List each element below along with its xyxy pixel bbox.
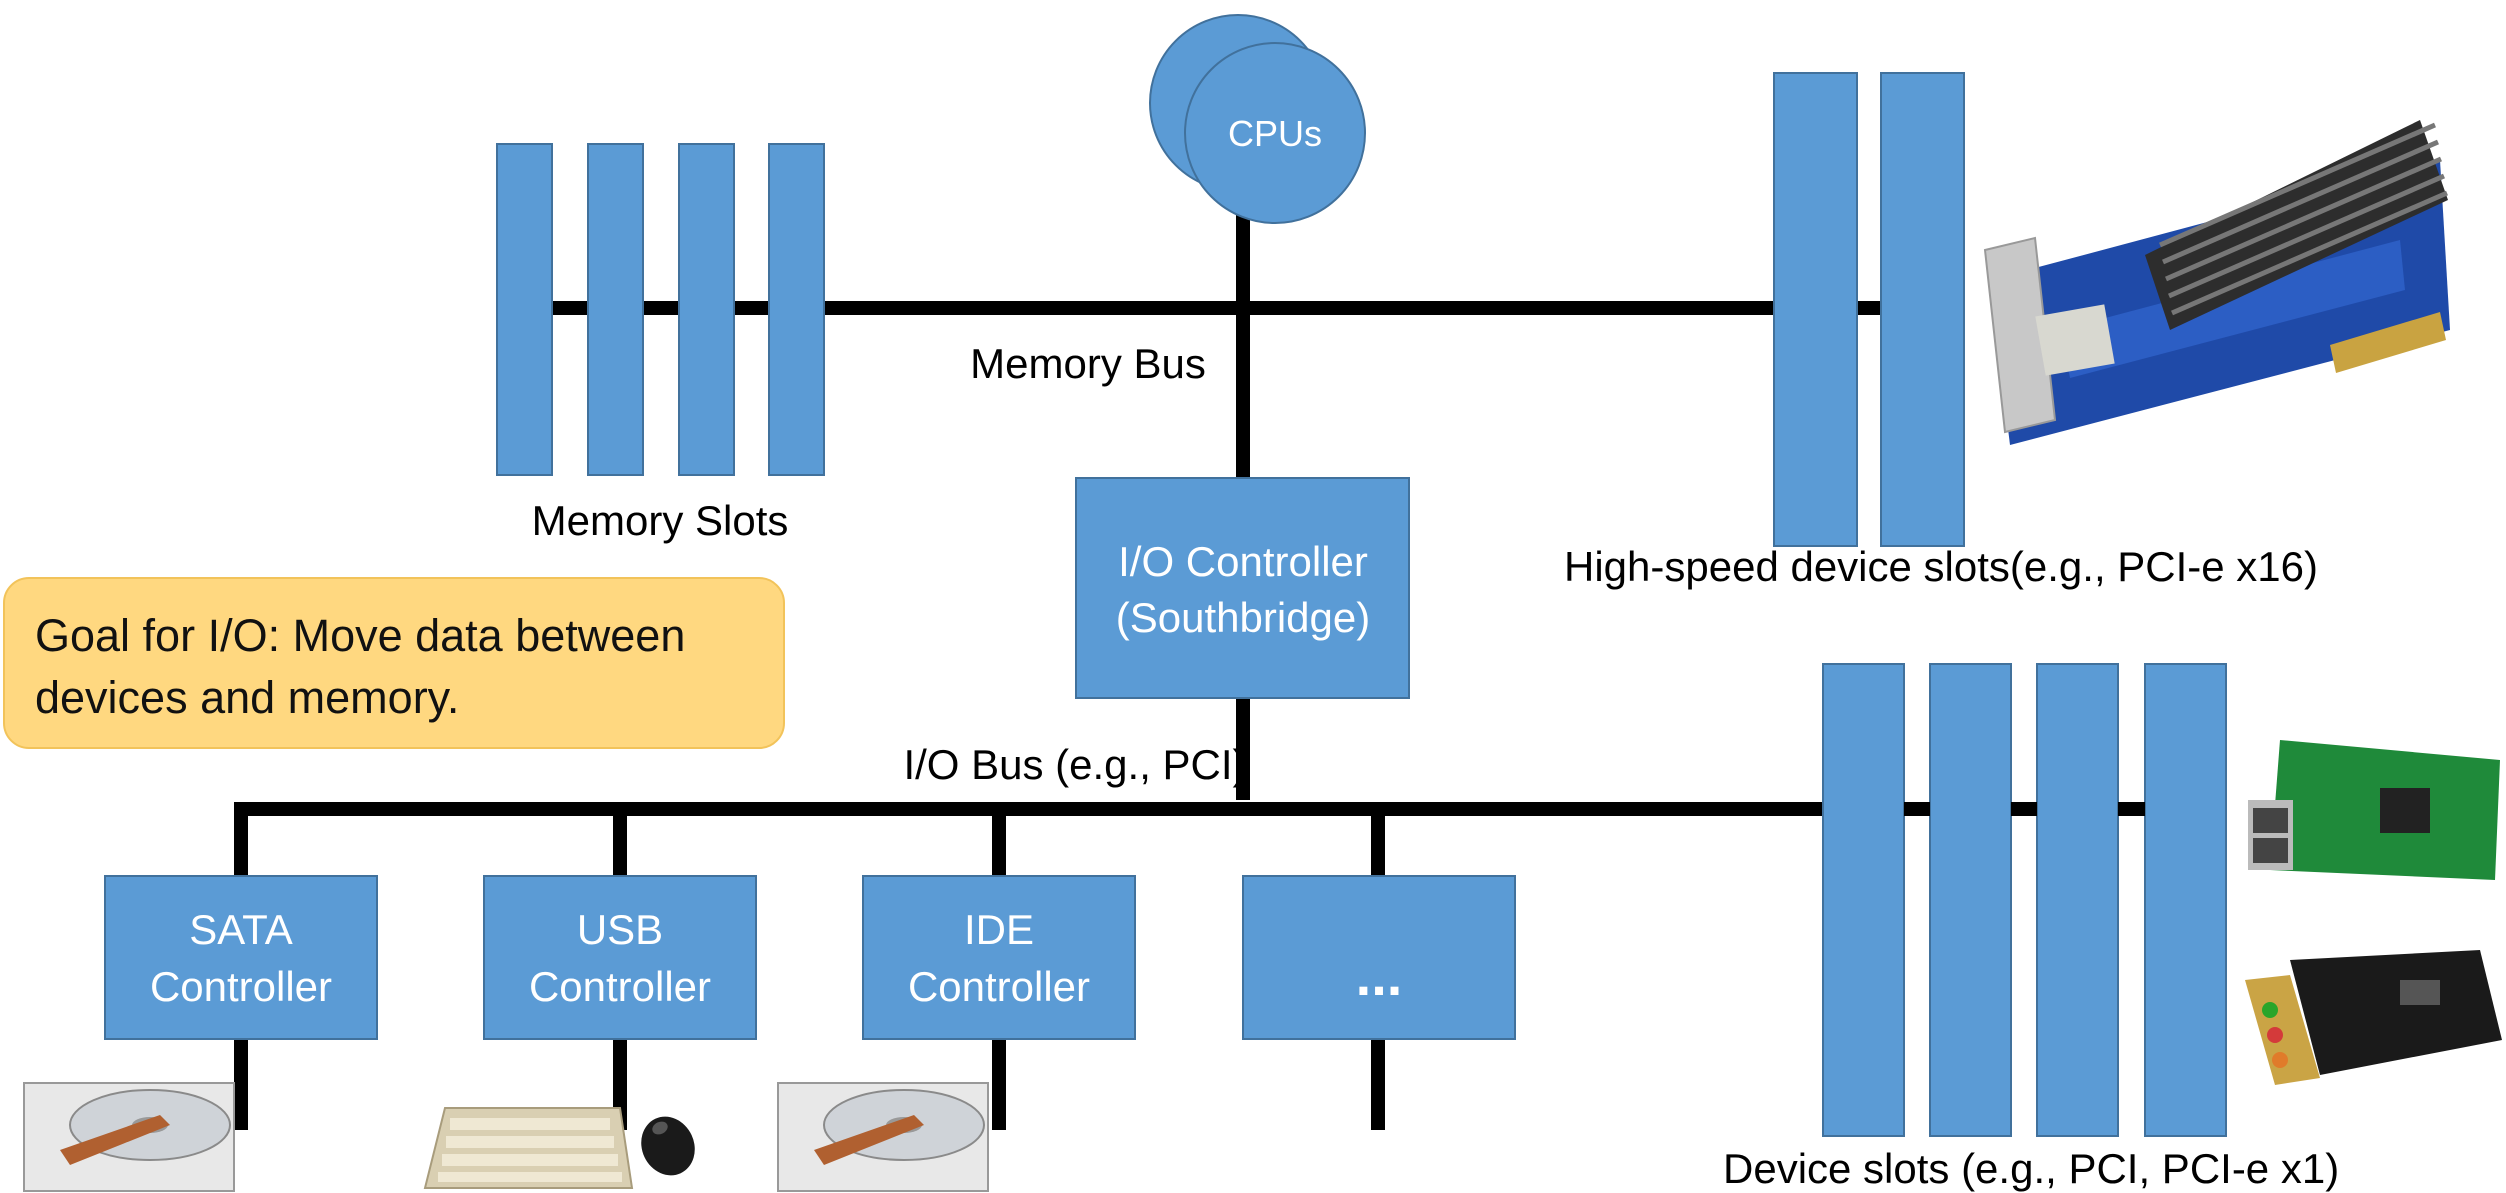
usb-drop-top — [613, 802, 627, 878]
device-slot — [1929, 663, 2012, 1137]
memory-bus-label: Memory Bus — [970, 340, 1206, 387]
io-controller-box — [1075, 477, 1410, 699]
usb-controller: USB Controller — [483, 875, 757, 1040]
more-controllers-label: ... — [1356, 944, 1403, 1007]
goal-text: Goal for I/O: Move data between devices … — [35, 610, 686, 723]
device-slots-label: Device slots (e.g., PCI, PCI-e x1) — [1723, 1145, 2339, 1192]
mouse-image — [641, 1116, 695, 1176]
memory-slots-label: Memory Slots — [532, 497, 789, 544]
keyboard-image — [423, 1107, 634, 1189]
device-slot-bus-gap — [2011, 802, 2037, 816]
ide-drop-bottom — [992, 1038, 1006, 1130]
ide-controller: IDE Controller — [862, 875, 1136, 1040]
more-drop-top — [1371, 802, 1385, 878]
more-drop-bottom — [1371, 1038, 1385, 1130]
io-controller-label-line1: I/O Controller — [1118, 538, 1368, 585]
sata-drop-bottom — [234, 1038, 248, 1130]
high-speed-slots — [1773, 72, 1965, 547]
io-controller-label-line2: (Southbridge) — [1116, 594, 1370, 641]
ide-controller-label-line1: IDE — [964, 906, 1034, 953]
high-speed-slot — [1773, 72, 1858, 547]
device-slot-bus-gap — [2118, 802, 2145, 816]
graphics-card-image — [1983, 120, 2450, 445]
controllers: SATA Controller USB Controller IDE Contr… — [104, 875, 1516, 1040]
memory-slots — [496, 143, 825, 476]
device-slot-bus-connectors — [1904, 802, 2145, 816]
device-slots — [1822, 663, 2227, 1137]
cpu-circle-front — [1184, 42, 1366, 224]
high-speed-slots-label: High-speed device slots(e.g., PCI-e x16) — [1564, 543, 2318, 590]
memory-slot — [678, 143, 735, 476]
io-bus-label: I/O Bus (e.g., PCI) — [903, 741, 1246, 788]
sata-controller-label-line2: Controller — [150, 963, 332, 1010]
more-controllers: ... — [1242, 875, 1516, 1040]
sata-controller-label-line1: SATA — [189, 906, 292, 953]
ide-controller-box — [862, 875, 1136, 1040]
memory-slot — [768, 143, 825, 476]
io-controller: I/O Controller (Southbridge) — [1075, 477, 1410, 699]
sata-drop-top — [234, 802, 248, 878]
device-slot — [2144, 663, 2227, 1137]
memory-slot — [496, 143, 553, 476]
goal-callout: Goal for I/O: Move data between devices … — [3, 577, 785, 749]
cpus-label: CPUs — [1228, 113, 1322, 154]
sata-controller: SATA Controller — [104, 875, 378, 1040]
more-controllers-box — [1242, 875, 1516, 1040]
memory-bus-line — [552, 301, 1885, 315]
usb-controller-label-line1: USB — [577, 906, 663, 953]
usb-controller-box — [483, 875, 757, 1040]
device-slot — [1822, 663, 1905, 1137]
sata-controller-box — [104, 875, 378, 1040]
high-speed-slot — [1880, 72, 1965, 547]
device-slot-bus-gap — [1904, 802, 1930, 816]
ide-controller-label-line2: Controller — [908, 963, 1090, 1010]
network-card-image — [2248, 740, 2500, 880]
device-slot — [2036, 663, 2119, 1137]
sound-card-image — [2245, 950, 2502, 1085]
io-bus-line — [234, 802, 2159, 816]
ide-drop-top — [992, 802, 1006, 878]
usb-controller-label-line2: Controller — [529, 963, 711, 1010]
cpus: CPUs — [1149, 14, 1366, 224]
memory-slot — [587, 143, 644, 476]
hard-drive-image — [23, 1082, 235, 1192]
hard-drive-image-2 — [777, 1082, 989, 1192]
